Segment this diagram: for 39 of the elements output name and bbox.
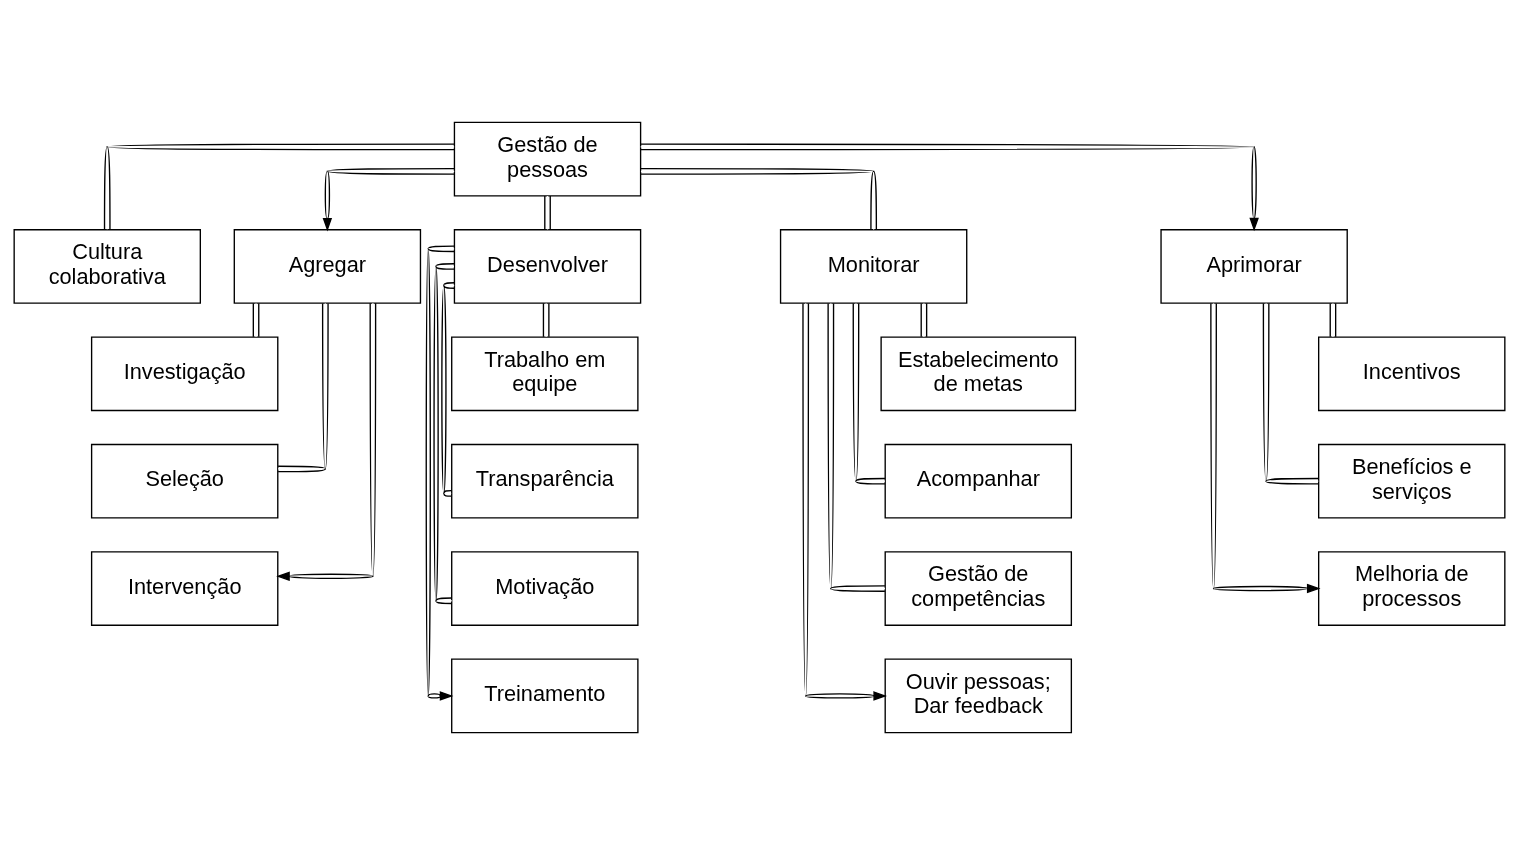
node-box: Aprimorar — [1160, 229, 1348, 304]
node-box: Estabelecimento de metas — [880, 336, 1077, 412]
node-box: Cultura colaborativa — [13, 229, 201, 304]
connector — [277, 302, 329, 473]
node-box: Trabalho em equipe — [451, 336, 639, 412]
arrow — [1210, 302, 1321, 594]
connector — [640, 167, 878, 231]
node-box: Motivação — [451, 551, 639, 626]
node-box: Acompanhar — [884, 443, 1073, 519]
node-box: Benefícios e serviços — [1318, 443, 1506, 519]
arrow — [639, 143, 1259, 232]
connector — [1262, 302, 1319, 485]
connector — [1329, 302, 1337, 338]
connector — [252, 302, 260, 338]
node-box: Seleção — [90, 443, 279, 519]
connector — [103, 143, 455, 230]
node-box: Gestão de competências — [884, 551, 1073, 626]
connector — [920, 302, 928, 338]
node-box: Ouvir pessoas; Dar feedback — [884, 658, 1073, 734]
node-box: Transparência — [451, 443, 639, 519]
connector — [441, 282, 455, 497]
node-box: Investigação — [90, 336, 279, 412]
node-box: Melhoria de processos — [1318, 551, 1506, 626]
node-box: Incentivos — [1318, 336, 1506, 412]
node-box: Agregar — [233, 229, 422, 304]
connector — [544, 195, 551, 231]
node-box: Gestão de pessoas — [453, 121, 642, 197]
node-box: Monitorar — [779, 229, 968, 304]
node-box: Desenvolver — [453, 229, 642, 304]
connector — [433, 263, 455, 605]
arrow — [276, 302, 377, 582]
arrow — [322, 167, 455, 232]
arrow — [425, 245, 455, 701]
arrow — [802, 302, 887, 701]
connector — [542, 302, 550, 338]
connector — [852, 302, 886, 485]
connector — [827, 302, 886, 592]
node-box: Intervenção — [90, 551, 279, 626]
node-box: Treinamento — [451, 658, 639, 734]
